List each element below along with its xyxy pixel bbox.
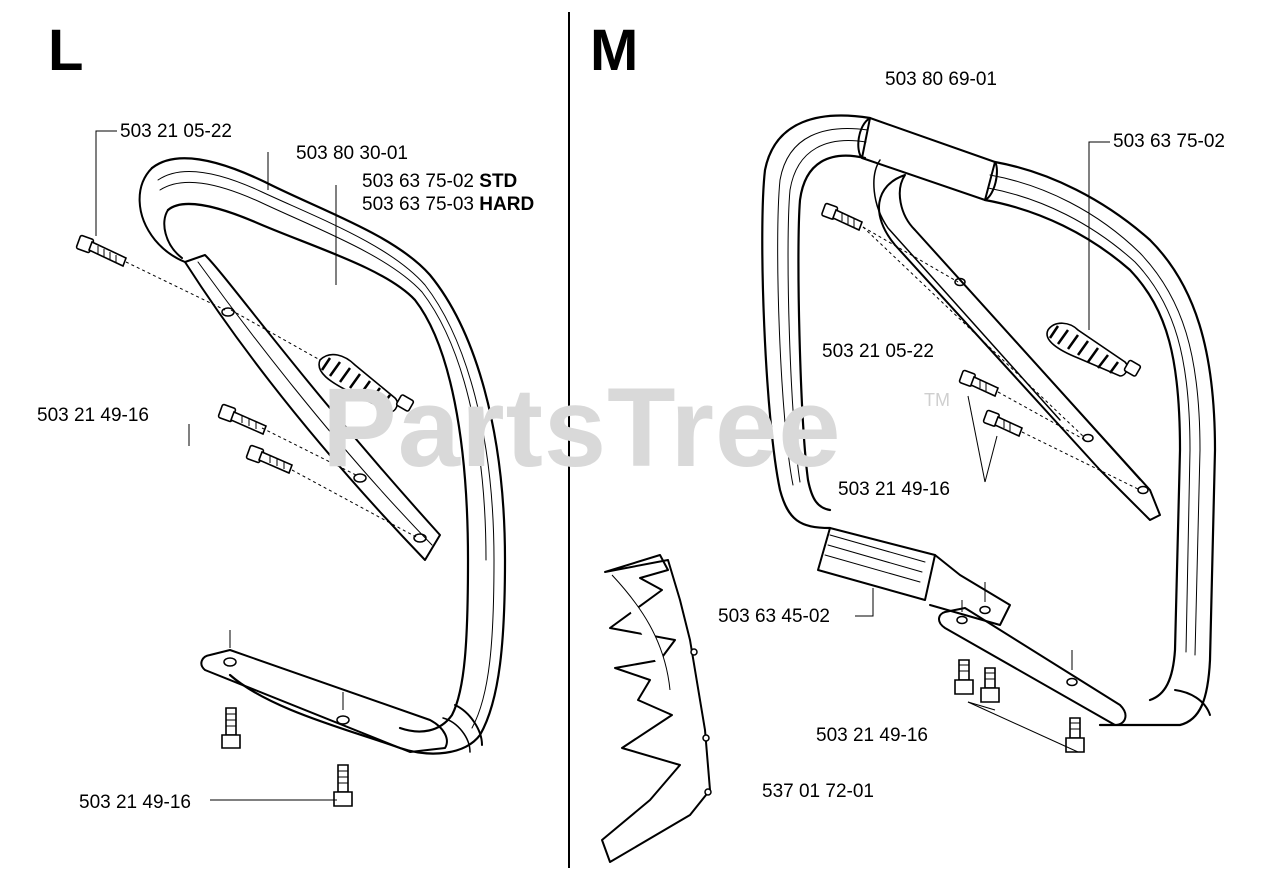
- label-l-screw-bottom: 503 21 49-16: [79, 792, 191, 813]
- screw-m-bottom-1: [954, 659, 974, 695]
- watermark-text: PartsTree: [322, 365, 842, 490]
- label-l-screws-mid: 503 21 49-16: [37, 405, 149, 426]
- label-l-handle: 503 80 30-01: [296, 143, 408, 164]
- label-l-av-std-number: 503 63 75-02: [362, 171, 474, 192]
- label-m-av: 503 63 75-02: [1113, 131, 1225, 152]
- label-l-av-std: 503 63 75-02 STD: [362, 172, 517, 191]
- label-m-screws-mid: 503 21 49-16: [838, 479, 950, 500]
- section-letter-m: M: [590, 18, 639, 83]
- bolt-m: [821, 202, 864, 232]
- anti-vibration-element-l: [318, 353, 415, 413]
- leaders-l: [95, 130, 419, 801]
- label-l-bolt-top: 503 21 05-22: [120, 121, 232, 142]
- screw-m-mid-2: [982, 409, 1024, 438]
- front-handle-l: [138, 157, 507, 755]
- screw-l-mid-1: [217, 403, 268, 436]
- screw-m-bottom-3: [1065, 717, 1085, 753]
- label-m-plate: 537 01 72-01: [762, 781, 874, 802]
- anti-vibration-element-m: [1046, 322, 1142, 377]
- screw-m-mid-1: [958, 369, 1000, 398]
- label-m-bolt: 503 21 05-22: [822, 341, 934, 362]
- front-handle-m: [761, 114, 1217, 727]
- bumper-plate-m: [601, 554, 712, 863]
- label-m-screws-bottom: 503 21 49-16: [816, 725, 928, 746]
- label-l-av-hard-tag: HARD: [479, 194, 535, 215]
- section-letter-l: L: [48, 18, 84, 83]
- watermark-trademark: TM: [924, 390, 950, 410]
- label-l-av-hard: 503 63 75-03 HARD: [362, 195, 534, 214]
- screw-l-mid-2: [245, 444, 294, 475]
- label-l-av-std-tag: STD: [479, 171, 518, 192]
- screw-l-bottom-2: [333, 764, 353, 807]
- leaders-m: [855, 141, 1141, 753]
- label-l-av-hard-number: 503 63 75-03: [362, 194, 474, 215]
- screw-l-bottom-1: [221, 707, 241, 749]
- label-m-grip: 503 63 45-02: [718, 606, 830, 627]
- bolt-l-top: [75, 234, 128, 268]
- screw-m-bottom-2: [980, 667, 1000, 703]
- label-m-handle: 503 80 69-01: [885, 69, 997, 90]
